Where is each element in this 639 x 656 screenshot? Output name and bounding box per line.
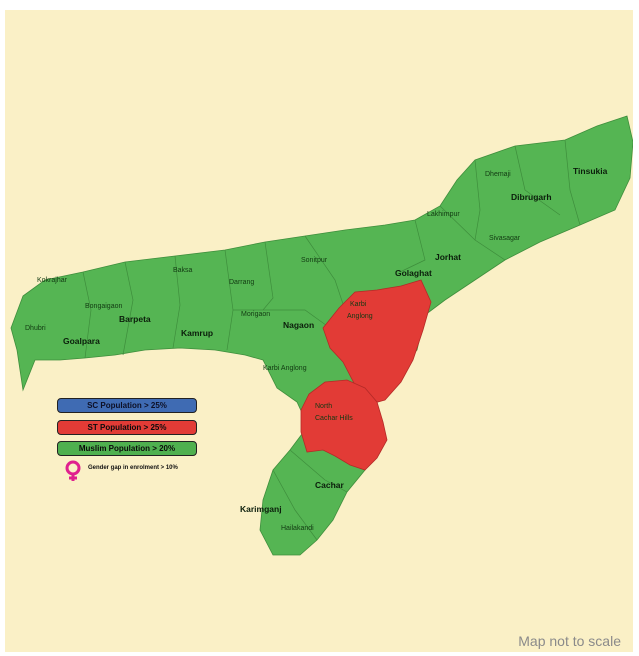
district-label-baksa: Baksa <box>173 267 193 274</box>
district-label-morigaon: Morigaon <box>241 311 270 318</box>
district-label-darrang: Darrang <box>229 279 254 286</box>
legend-sc-population: SC Population > 25% <box>57 398 197 413</box>
district-label-anglong: Anglong <box>347 313 373 320</box>
district-label-cachar-hills: Cachar Hills <box>315 415 353 422</box>
district-label-sonitpur: Sonitpur <box>301 257 328 264</box>
district-label-kamrup: Kamrup <box>181 328 213 338</box>
assam-map: Kokrajhar Bongaigaon Dhubri Goalpara Bar… <box>10 115 633 556</box>
district-label-karbi-anglong-west: Karbi Anglong <box>263 365 307 372</box>
legend-st-population: ST Population > 25% <box>57 420 197 435</box>
district-label-lakhimpur: Lakhimpur <box>427 211 460 218</box>
district-label-north: North <box>315 403 332 410</box>
map-frame: Kokrajhar Bongaigaon Dhubri Goalpara Bar… <box>5 10 633 652</box>
district-label-kokrajhar: Kokrajhar <box>37 277 68 284</box>
legend-muslim-population: Muslim Population > 20% <box>57 441 197 456</box>
female-symbol-icon <box>65 460 81 481</box>
district-label-nagaon: Nagaon <box>283 320 314 330</box>
north-cachar-st-region <box>300 379 388 471</box>
district-label-tinsukia: Tinsukia <box>573 166 608 176</box>
district-label-jorhat: Jorhat <box>435 252 461 262</box>
district-label-bongaigaon: Bongaigaon <box>85 303 122 310</box>
district-label-hailakandi: Hailakandi <box>281 525 314 532</box>
district-label-karbi: Karbi <box>350 301 367 308</box>
district-borders <box>82 139 581 541</box>
district-label-goalpara: Goalpara <box>63 336 100 346</box>
scale-note: Map not to scale <box>514 632 625 650</box>
district-label-dhemaji: Dhemaji <box>485 171 511 178</box>
legend-gender-gap: Gender gap in enrolment > 10% <box>62 460 178 482</box>
district-label-sivasagar: Sivasagar <box>489 235 521 242</box>
karbi-anglong-st-region <box>322 279 432 406</box>
district-label-barpeta: Barpeta <box>119 314 151 324</box>
district-label-dhubri: Dhubri <box>25 325 46 332</box>
district-label-cachar: Cachar <box>315 480 345 490</box>
district-label-dibrugarh: Dibrugarh <box>511 192 552 202</box>
district-label-karimganj: Karimganj <box>240 504 282 514</box>
legend-gender-label: Gender gap in enrolment > 10% <box>88 465 178 471</box>
district-label-golaghat: Golaghat <box>395 268 432 278</box>
